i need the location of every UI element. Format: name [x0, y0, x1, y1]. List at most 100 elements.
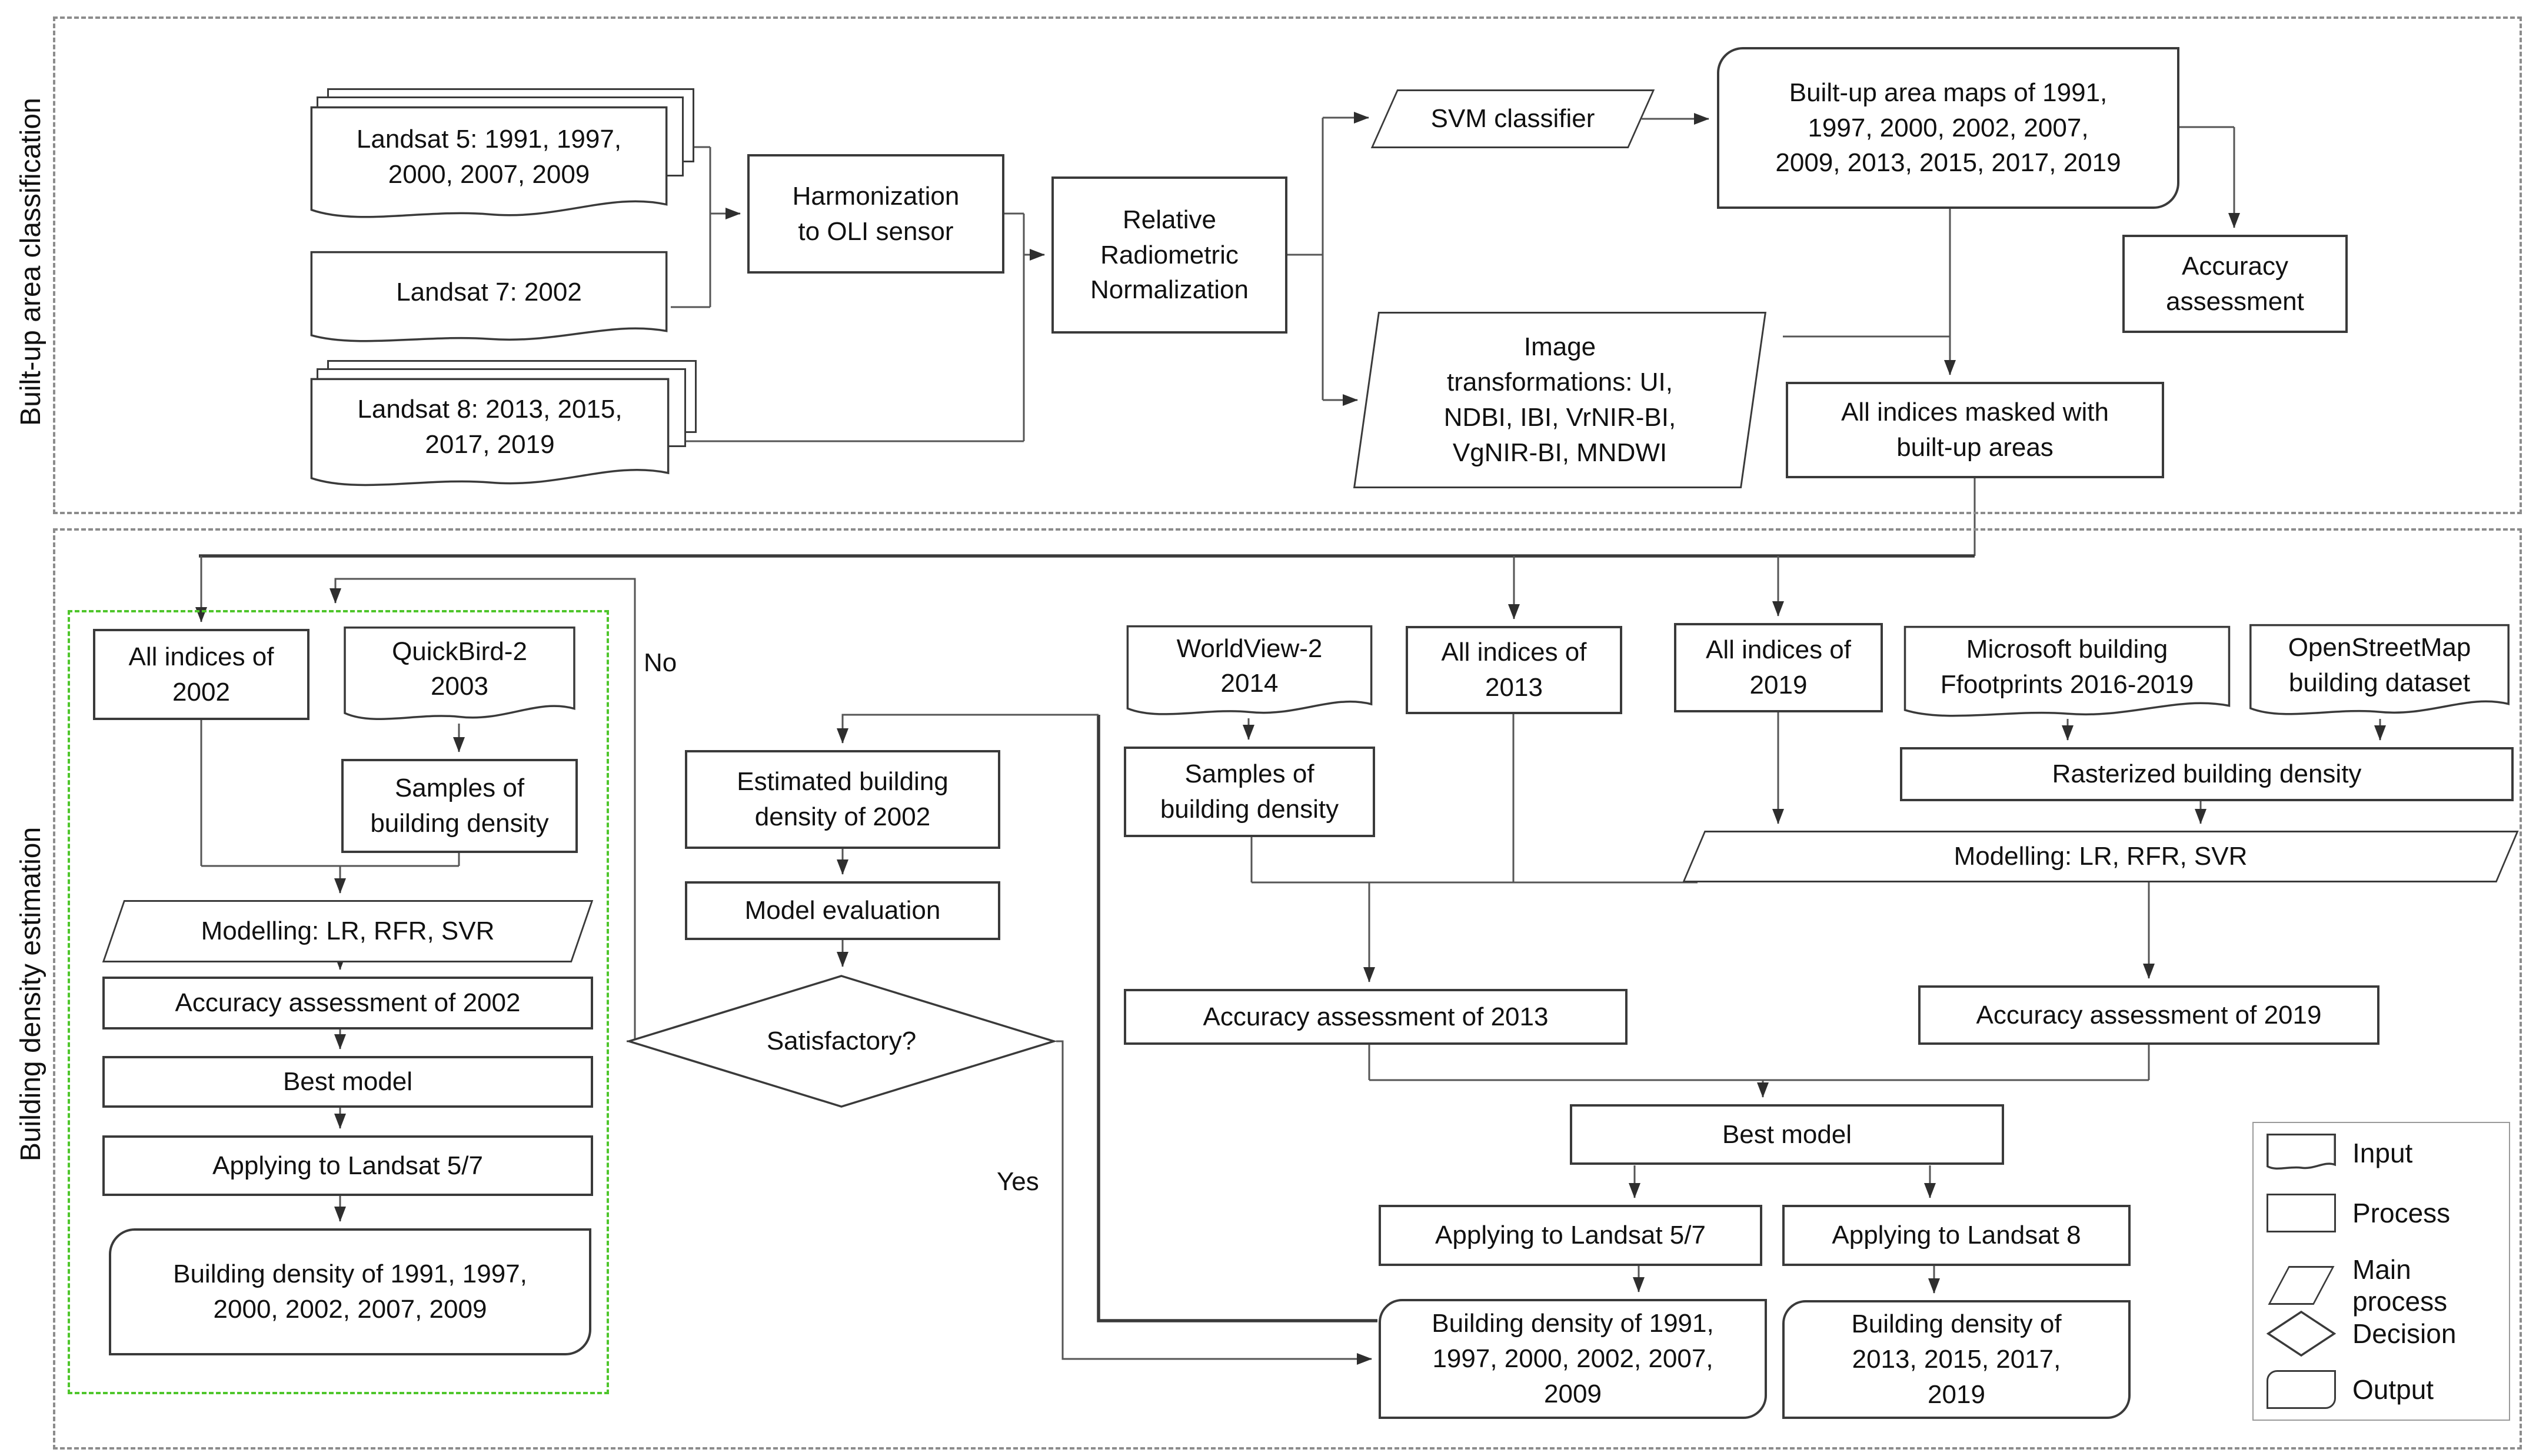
node-label: Applying to Landsat 8	[1832, 1221, 2081, 1250]
node-modelling-right: Modelling: LR, RFR, SVR	[1682, 831, 2519, 882]
document-shape-icon	[1124, 624, 1375, 724]
node-label: All indices of 2002	[128, 642, 274, 707]
node-building-density-8: Building density of 2013, 2015, 2017, 20…	[1782, 1300, 2131, 1419]
decision-shape-icon	[2267, 1310, 2336, 1357]
node-label: Building density of 1991, 1997, 2000, 20…	[1432, 1309, 1714, 1408]
node-label: OpenStreetMap building dataset	[2288, 633, 2471, 698]
legend-label: Main process	[2352, 1254, 2448, 1317]
node-label: Best model	[1722, 1120, 1852, 1149]
section-label-density: Building density estimation	[15, 827, 46, 1162]
node-label: Accuracy assessment of 2002	[175, 988, 521, 1018]
node-estimated-density-2002: Estimated building density of 2002	[685, 750, 1000, 849]
node-all-indices-2019: All indices of 2019	[1674, 623, 1883, 712]
section-building-density-estimation	[53, 528, 2522, 1450]
node-apply-landsat57-left: Applying to Landsat 5/7	[102, 1135, 593, 1196]
section-built-up-classification	[53, 16, 2522, 514]
document-shape-icon	[341, 625, 578, 729]
node-accuracy-2013: Accuracy assessment of 2013	[1124, 989, 1628, 1045]
node-label: Applying to Landsat 5/7	[212, 1151, 483, 1180]
node-worldview2: WorldView-2 2014	[1124, 624, 1375, 724]
node-modelling-left: Modelling: LR, RFR, SVR	[102, 900, 594, 962]
node-label: Model evaluation	[744, 896, 941, 925]
diamond-shape-icon	[627, 974, 1056, 1109]
node-label: Landsat 7: 2002	[396, 278, 582, 307]
legend-item-decision: Decision	[2267, 1310, 2456, 1357]
node-label: All indices masked with built-up areas	[1841, 398, 2109, 462]
node-all-indices-2013: All indices of 2013	[1406, 626, 1622, 714]
input-shape-icon	[2267, 1134, 2336, 1172]
legend-item-process: Process	[2267, 1194, 2450, 1232]
legend-label: Input	[2352, 1138, 2413, 1168]
node-accuracy-assessment: Accuracy assessment	[2122, 235, 2348, 333]
node-label: Building density of 1991, 1997, 2000, 20…	[173, 1260, 527, 1324]
legend: Input Process Main process Decision Outp…	[2252, 1122, 2510, 1421]
node-samples-worldview: Samples of building density	[1124, 747, 1375, 837]
node-label: Estimated building density of 2002	[737, 767, 948, 831]
node-relative-radiometric-normalization: Relative Radiometric Normalization	[1051, 176, 1287, 334]
node-best-model-right: Best model	[1570, 1104, 2004, 1165]
node-microsoft-footprints: Microsoft building Ffootprints 2016-2019	[1900, 625, 2234, 726]
node-image-transformations: Image transformations: UI, NDBI, IBI, Vr…	[1353, 312, 1767, 488]
node-svm-classifier: SVM classifier	[1370, 89, 1655, 148]
output-shape-icon	[2267, 1370, 2336, 1409]
process-shape-icon	[2267, 1194, 2336, 1232]
node-building-density-left: Building density of 1991, 1997, 2000, 20…	[109, 1228, 591, 1355]
node-harmonization: Harmonization to OLI sensor	[747, 154, 1004, 274]
document-shape-icon	[306, 377, 674, 497]
training-2002-groupbox	[68, 610, 609, 1394]
node-label: Modelling: LR, RFR, SVR	[201, 917, 495, 946]
node-label: Harmonization to OLI sensor	[792, 181, 960, 246]
node-label: Samples of building density	[1160, 759, 1339, 824]
legend-item-main-process: Main process	[2267, 1254, 2509, 1317]
document-shape-icon	[2247, 623, 2512, 724]
node-label: Rasterized building density	[2052, 759, 2362, 789]
node-label: All indices of 2013	[1441, 638, 1587, 702]
node-label: Microsoft building Ffootprints 2016-2019	[1940, 635, 2194, 699]
node-apply-landsat57-right: Applying to Landsat 5/7	[1379, 1205, 1762, 1266]
document-shape-icon	[306, 105, 672, 229]
node-model-evaluation: Model evaluation	[685, 881, 1000, 940]
edge-label-yes: Yes	[997, 1167, 1039, 1196]
node-label: SVM classifier	[1430, 104, 1595, 134]
node-apply-landsat8: Applying to Landsat 8	[1782, 1205, 2131, 1266]
document-shape-icon	[1900, 625, 2234, 726]
node-quickbird: QuickBird-2 2003	[341, 625, 578, 729]
node-all-indices-masked: All indices masked with built-up areas	[1786, 382, 2164, 478]
main-process-shape-icon	[2267, 1266, 2336, 1305]
legend-label: Decision	[2352, 1318, 2457, 1349]
node-landsat7: Landsat 7: 2002	[306, 250, 672, 351]
node-label: Samples of building density	[370, 774, 549, 838]
document-shape-icon	[306, 250, 672, 351]
node-label: Building density of 2013, 2015, 2017, 20…	[1851, 1310, 2062, 1409]
node-all-indices-2002: All indices of 2002	[93, 629, 309, 720]
node-label: Image transformations: UI, NDBI, IBI, Vr…	[1443, 332, 1676, 467]
legend-item-output: Output	[2267, 1370, 2434, 1409]
node-label: Modelling: LR, RFR, SVR	[1953, 842, 2248, 871]
node-builtup-area-maps: Built-up area maps of 1991, 1997, 2000, …	[1717, 47, 2179, 209]
node-accuracy-2019: Accuracy assessment of 2019	[1918, 985, 2379, 1045]
node-label: Satisfactory?	[766, 1027, 917, 1056]
node-label: QuickBird-2 2003	[392, 637, 527, 701]
node-label: Accuracy assessment of 2019	[1976, 1000, 2322, 1029]
node-label: WorldView-2 2014	[1176, 634, 1323, 698]
legend-item-input: Input	[2267, 1134, 2412, 1172]
node-accuracy-2002: Accuracy assessment of 2002	[102, 977, 593, 1029]
node-label: Relative Radiometric Normalization	[1090, 205, 1249, 305]
legend-label: Output	[2352, 1374, 2434, 1405]
node-label: Accuracy assessment of 2013	[1203, 1002, 1549, 1031]
edge-label-no: No	[644, 648, 677, 677]
node-label: Landsat 5: 1991, 1997, 2000, 2007, 2009	[356, 125, 622, 189]
node-openstreetmap: OpenStreetMap building dataset	[2247, 623, 2512, 724]
node-label: All indices of 2019	[1705, 635, 1851, 699]
node-best-model-left: Best model	[102, 1056, 593, 1108]
node-label: Best model	[282, 1067, 413, 1097]
section-label-built-up: Built-up area classification	[15, 98, 46, 426]
node-samples-2002: Samples of building density	[341, 759, 578, 853]
node-satisfactory-decision: Satisfactory?	[627, 974, 1056, 1109]
node-building-density-57: Building density of 1991, 1997, 2000, 20…	[1379, 1299, 1767, 1419]
node-label: Built-up area maps of 1991, 1997, 2000, …	[1775, 78, 2121, 178]
node-landsat8: Landsat 8: 2013, 2015, 2017, 2019	[306, 360, 706, 501]
node-label: Applying to Landsat 5/7	[1435, 1221, 1706, 1250]
node-label: Accuracy assessment	[2166, 251, 2304, 316]
